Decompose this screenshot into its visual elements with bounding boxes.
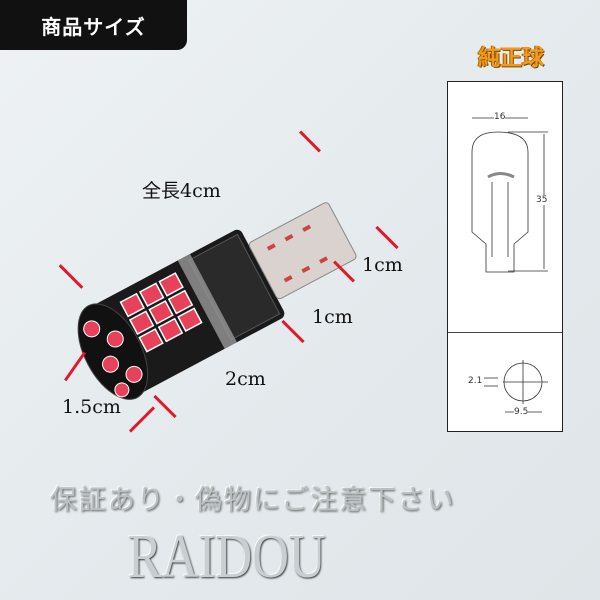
spec-diagram: 16 35 2.1 9.5 (447, 81, 563, 432)
product-size-badge: 商品サイズ (0, 0, 187, 50)
spec-height-value: 35 (536, 195, 548, 205)
depth-label: 2cm (225, 368, 266, 390)
spec-pin-gap-value: 2.1 (468, 376, 483, 386)
marker-tick (299, 130, 321, 153)
spec-title: 純正球 (478, 46, 545, 71)
spec-base-width-value: 9.5 (514, 407, 529, 417)
led-bulb-photo (77, 202, 357, 400)
width-label-2: 1cm (312, 306, 353, 328)
head-label: 1.5cm (62, 396, 121, 418)
total-length-label: 全長4cm (142, 180, 221, 202)
warranty-note: 保証あり・偽物にご注意下さい (50, 485, 456, 516)
spec-width-value: 16 (494, 112, 506, 122)
spec-divider (448, 332, 562, 333)
brand-name: RAIDOU (128, 523, 326, 591)
width-label-1: 1cm (362, 254, 403, 276)
